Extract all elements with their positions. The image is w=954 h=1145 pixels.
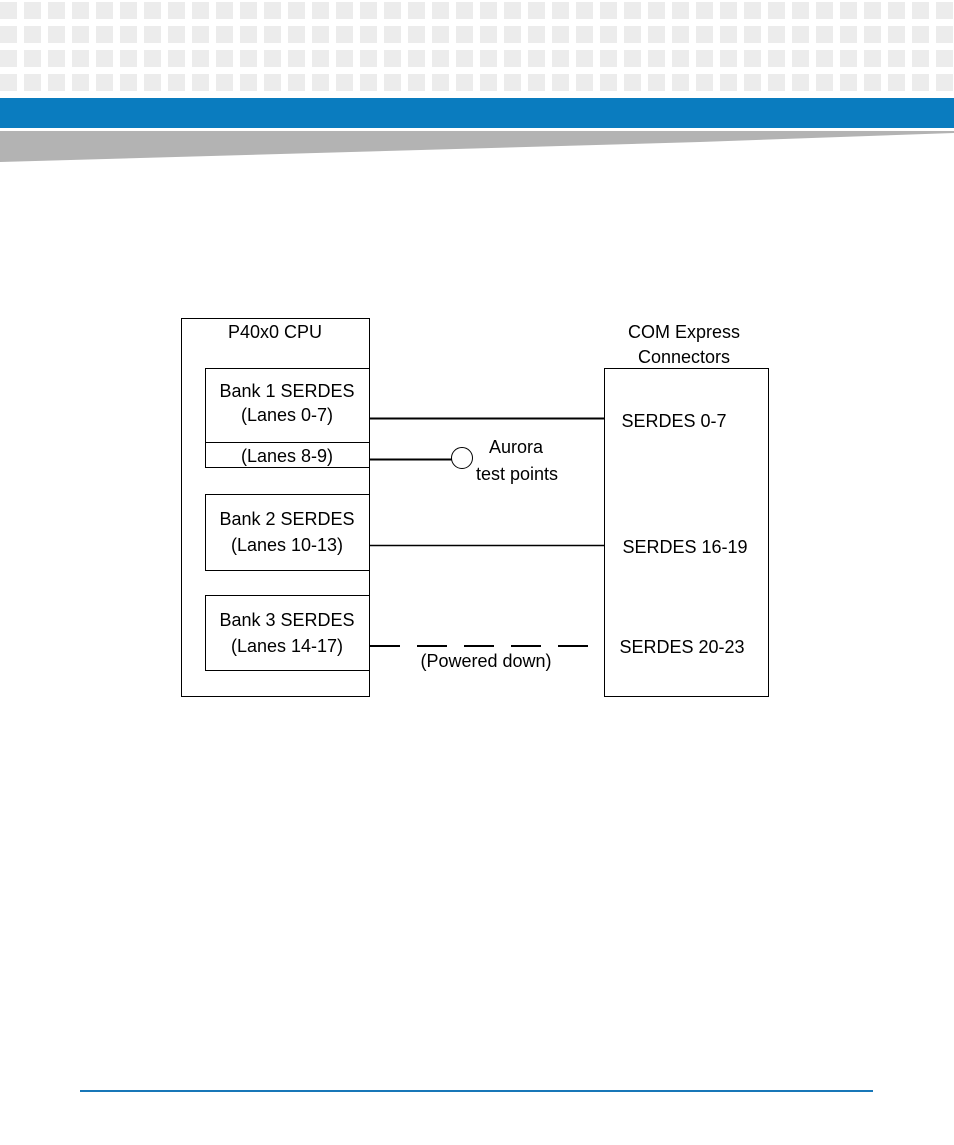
aurora-test-points-label: test points <box>476 464 558 484</box>
header-gray-swoosh <box>0 131 954 162</box>
com-express-box <box>604 368 769 697</box>
lanes-8-9-label: (Lanes 8-9) <box>241 446 333 466</box>
cpu-title: P40x0 CPU <box>228 322 322 342</box>
aurora-test-point-icon <box>451 447 473 469</box>
bank2-lanes-label: (Lanes 10-13) <box>231 535 343 555</box>
com-express-title-line1: COM Express <box>628 322 740 342</box>
lanes-8-9-box <box>205 442 370 468</box>
bank3-box <box>205 595 370 671</box>
bank3-label: Bank 3 SERDES <box>219 610 354 630</box>
footer-rule <box>80 1090 873 1092</box>
aurora-label: Aurora <box>489 437 544 457</box>
bank1-label: Bank 1 SERDES <box>219 381 354 401</box>
bank3-lanes-label: (Lanes 14-17) <box>231 636 343 656</box>
serdes-0-7-label: SERDES 0-7 <box>621 411 726 431</box>
serdes-16-19-label: SERDES 16-19 <box>622 537 747 557</box>
header-tile-pattern <box>0 0 954 98</box>
header-blue-bar <box>0 98 954 128</box>
powered-down-label: (Powered down) <box>420 651 551 671</box>
com-express-title-line2: Connectors <box>638 347 730 367</box>
bank2-label: Bank 2 SERDES <box>219 509 354 529</box>
serdes-20-23-label: SERDES 20-23 <box>619 637 744 657</box>
bank1-lanes-label: (Lanes 0-7) <box>241 405 333 425</box>
bank2-box <box>205 494 370 571</box>
